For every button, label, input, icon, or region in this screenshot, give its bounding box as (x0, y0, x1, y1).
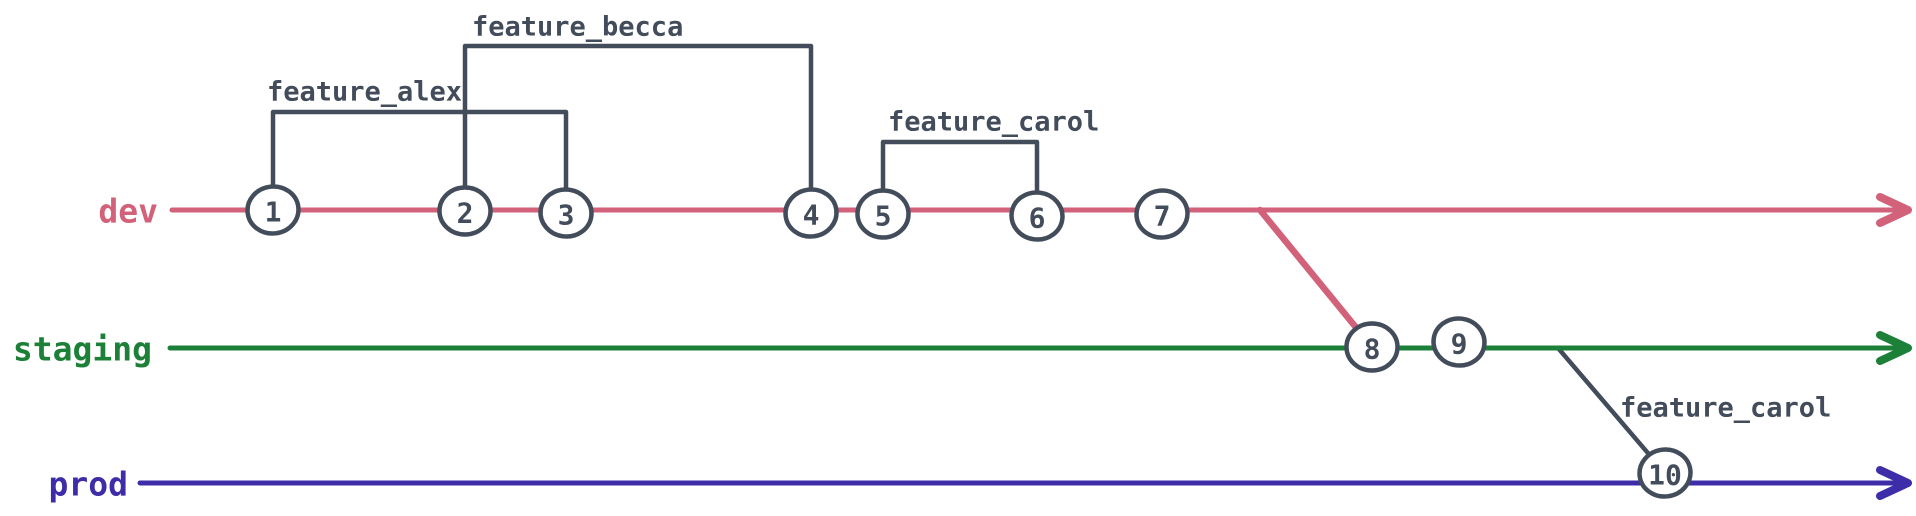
branch-label-dev: dev (98, 192, 158, 231)
branch-label-staging: staging (13, 330, 152, 369)
commit-node-2 (437, 185, 493, 237)
commit-number-8: 8 (1364, 333, 1381, 366)
branch-arrowhead-staging-icon (1876, 331, 1912, 365)
commit-node-6 (1009, 190, 1065, 242)
commit-number-2: 2 (457, 197, 474, 230)
commit-node-9 (1431, 316, 1487, 368)
commit-number-1: 1 (265, 196, 282, 229)
commit-node-3 (538, 187, 594, 239)
commit-number-9: 9 (1451, 328, 1468, 361)
branch-arrowhead-prod-icon (1876, 466, 1912, 500)
commit-node-1 (245, 184, 301, 236)
commit-number-5: 5 (875, 200, 892, 233)
merge-link-dev-merge-into-staging (1256, 206, 1376, 351)
merge-link-label-feature-carol-into-prod: feature_carol (1620, 393, 1831, 424)
merge-link-feature-carol-into-prod (1555, 345, 1668, 476)
feature-bracket-label-becca: feature_becca (472, 12, 683, 43)
branch-arrowhead-dev-icon (1876, 193, 1912, 227)
commit-number-7: 7 (1154, 200, 1171, 233)
commit-number-10: 10 (1648, 459, 1682, 492)
commit-node-5 (855, 188, 911, 240)
feature-bracket-carol-dev (880, 139, 1040, 193)
commit-node-4 (783, 187, 839, 239)
commit-node-10 (1637, 447, 1693, 499)
commit-number-6: 6 (1029, 202, 1046, 235)
commit-number-3: 3 (558, 199, 575, 232)
feature-bracket-alex (270, 109, 569, 190)
commit-node-7 (1134, 188, 1190, 240)
feature-bracket-label-alex: feature_alex (267, 77, 462, 108)
feature-bracket-label-carol-dev: feature_carol (888, 107, 1099, 138)
commit-node-8 (1344, 321, 1400, 373)
feature-bracket-becca (462, 43, 814, 190)
branch-label-prod: prod (49, 465, 128, 504)
commit-number-4: 4 (803, 199, 820, 232)
